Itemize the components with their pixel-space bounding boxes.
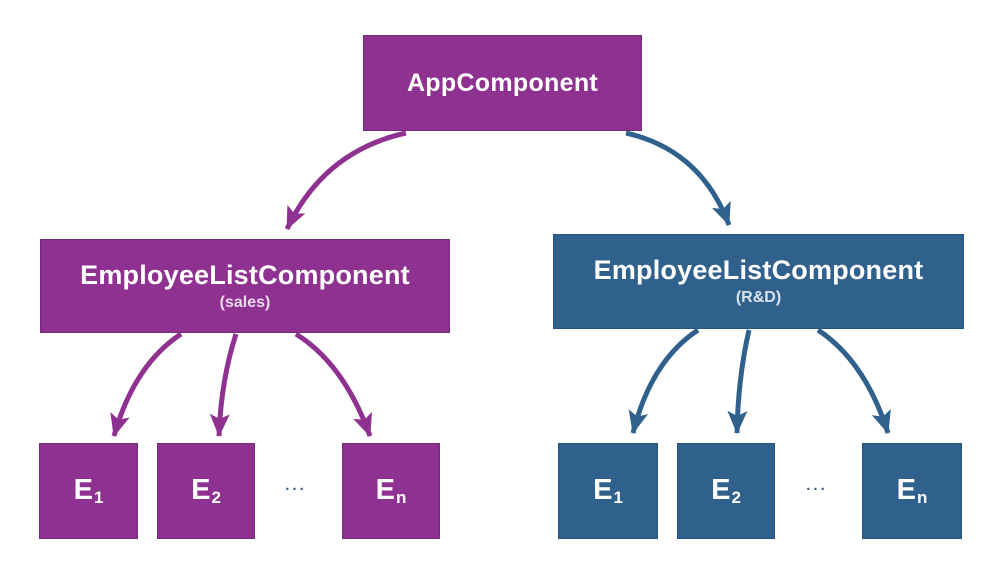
node-employee-sales-n: En — [342, 443, 440, 539]
node-title: EmployeeListComponent — [80, 259, 410, 290]
arrow-app-to-rd — [625, 130, 732, 226]
node-employee-list-rd: EmployeeListComponent (R&D) — [553, 234, 964, 329]
employee-label-subscript: n — [916, 488, 928, 508]
employee-label-subscript: 1 — [93, 488, 104, 508]
employee-label-base: E — [711, 474, 731, 507]
arrow-sales-to-en — [294, 331, 373, 437]
employee-label-subscript: n — [395, 488, 407, 508]
employee-label-base: E — [593, 474, 613, 507]
node-employee-rd-2: E2 — [677, 443, 775, 539]
employee-label-base: E — [375, 474, 395, 507]
node-subtitle: (R&D) — [735, 289, 782, 307]
node-employee-list-sales: EmployeeListComponent (sales) — [40, 239, 450, 333]
node-employee-sales-2: E2 — [157, 443, 255, 539]
node-employee-rd-n: En — [862, 443, 962, 539]
arrow-rd-to-e2 — [727, 329, 752, 434]
node-label: E2 — [191, 474, 221, 508]
node-label: E1 — [593, 474, 623, 508]
node-title: EmployeeListComponent — [593, 255, 924, 286]
node-subtitle: (sales) — [219, 293, 271, 311]
node-app-component: AppComponent — [363, 35, 642, 131]
arrow-app-to-sales — [284, 130, 407, 231]
node-employee-sales-1: E1 — [39, 443, 138, 539]
ellipsis-right: ... — [806, 477, 828, 494]
employee-label-base: E — [191, 474, 211, 507]
employee-label-subscript: 1 — [613, 488, 623, 508]
node-label: En — [897, 474, 928, 508]
employee-label-subscript: 2 — [731, 488, 741, 508]
node-title: AppComponent — [406, 68, 599, 97]
employee-label-subscript: 2 — [211, 488, 221, 508]
node-label: E1 — [74, 474, 104, 508]
node-employee-rd-1: E1 — [558, 443, 658, 539]
arrow-rd-to-e1 — [628, 327, 700, 434]
employee-label-base: E — [896, 474, 916, 507]
ellipsis-left: ... — [285, 477, 307, 494]
employee-label-base: E — [73, 474, 93, 507]
arrow-sales-to-e2 — [209, 333, 239, 437]
arrow-sales-to-e1 — [110, 331, 183, 437]
node-label: E2 — [711, 474, 741, 508]
arrow-rd-to-en — [816, 327, 891, 434]
node-label: En — [376, 474, 407, 508]
